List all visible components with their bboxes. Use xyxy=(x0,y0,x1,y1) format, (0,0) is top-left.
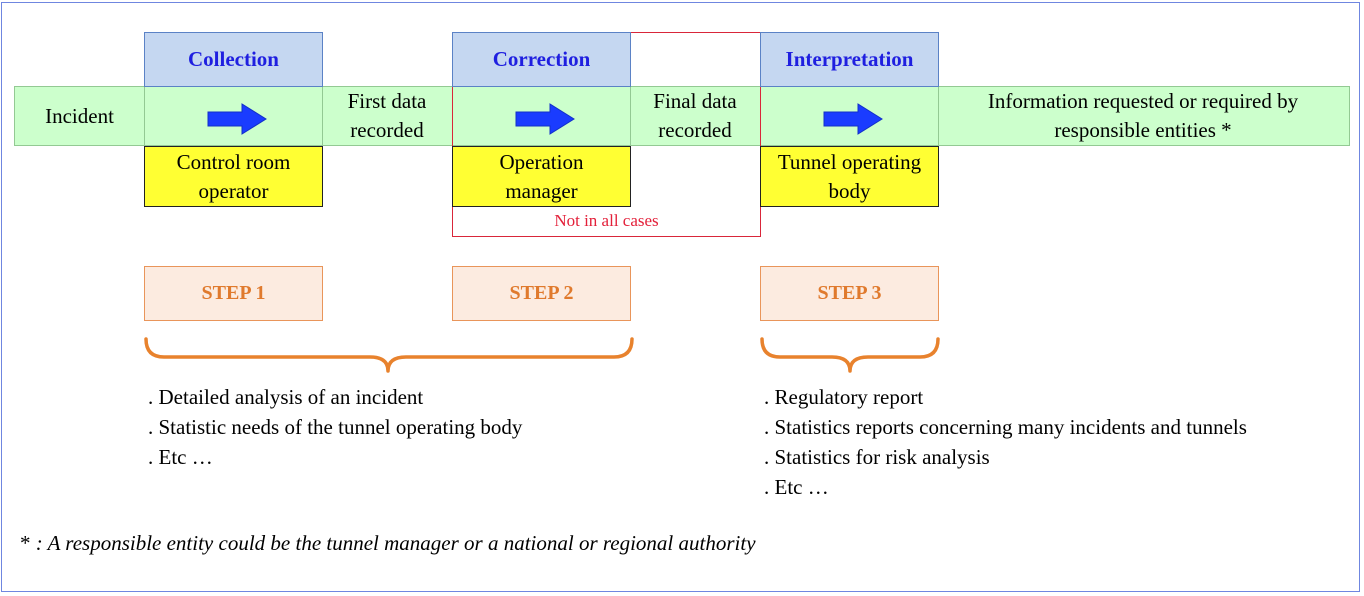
uses-step-3: . Regulatory report . Statistics reports… xyxy=(764,382,1247,502)
phase-title: Correction xyxy=(492,47,591,71)
output-line: recorded xyxy=(350,118,424,142)
actor-line: Control room xyxy=(176,149,291,174)
first-data-recorded: First data recorded xyxy=(322,86,452,146)
output-line: Final data xyxy=(653,89,737,113)
step-label: STEP 1 xyxy=(201,282,266,304)
incident-label: Incident xyxy=(45,103,114,128)
list-item: . Etc … xyxy=(148,445,213,469)
phase-title: Collection xyxy=(188,47,279,71)
list-item: . Regulatory report xyxy=(764,385,924,409)
step-2: STEP 2 xyxy=(452,266,631,321)
output-line: recorded xyxy=(658,118,732,142)
actor-control-room-operator: Control room operator xyxy=(144,146,323,207)
actor-line: operator xyxy=(198,178,269,203)
actor-line: manager xyxy=(505,178,578,203)
step-1: STEP 1 xyxy=(144,266,323,321)
step-label: STEP 3 xyxy=(817,282,882,304)
actor-operation-manager: Operation manager xyxy=(452,146,631,207)
final-data-recorded: Final data recorded xyxy=(630,86,760,146)
actor-line: Tunnel operating xyxy=(777,149,922,174)
actor-tunnel-operating-body: Tunnel operating body xyxy=(760,146,939,207)
list-item: . Statistic needs of the tunnel operatin… xyxy=(148,415,523,439)
footnote-text: : A responsible entity could be the tunn… xyxy=(30,531,756,555)
phase-title: Interpretation xyxy=(785,47,914,71)
list-item: . Detailed analysis of an incident xyxy=(148,385,424,409)
information-requested: Information requested or required by res… xyxy=(938,86,1348,146)
right-arrow-icon xyxy=(515,103,575,135)
phase-collection: Collection xyxy=(144,32,323,87)
actor-line: body xyxy=(828,178,871,203)
step-label: STEP 2 xyxy=(509,282,574,304)
list-item: . Etc … xyxy=(764,475,829,499)
band-separator xyxy=(144,86,145,146)
right-arrow-icon xyxy=(823,103,883,135)
output-line: First data xyxy=(347,89,427,113)
incident-cell: Incident xyxy=(15,86,144,146)
footnote: * : A responsible entity could be the tu… xyxy=(20,531,756,556)
brace-steps-1-2 xyxy=(144,337,634,373)
band-separator xyxy=(938,86,939,146)
actor-line: Operation xyxy=(499,149,584,174)
brace-step-3 xyxy=(760,337,940,373)
right-arrow-icon xyxy=(207,103,267,135)
list-item: . Statistics reports concerning many inc… xyxy=(764,415,1247,439)
output-line: responsible entities * xyxy=(1054,118,1232,142)
footnote-star: * xyxy=(20,531,31,555)
step-3: STEP 3 xyxy=(760,266,939,321)
output-line: Information requested or required by xyxy=(987,89,1299,113)
band-separator xyxy=(630,86,631,146)
phase-correction: Correction xyxy=(452,32,631,87)
not-in-all-cases-note: Not in all cases xyxy=(554,211,659,230)
list-item: . Statistics for risk analysis xyxy=(764,445,990,469)
phase-interpretation: Interpretation xyxy=(760,32,939,87)
uses-steps-1-2: . Detailed analysis of an incident . Sta… xyxy=(148,382,522,472)
band-separator xyxy=(322,86,323,146)
